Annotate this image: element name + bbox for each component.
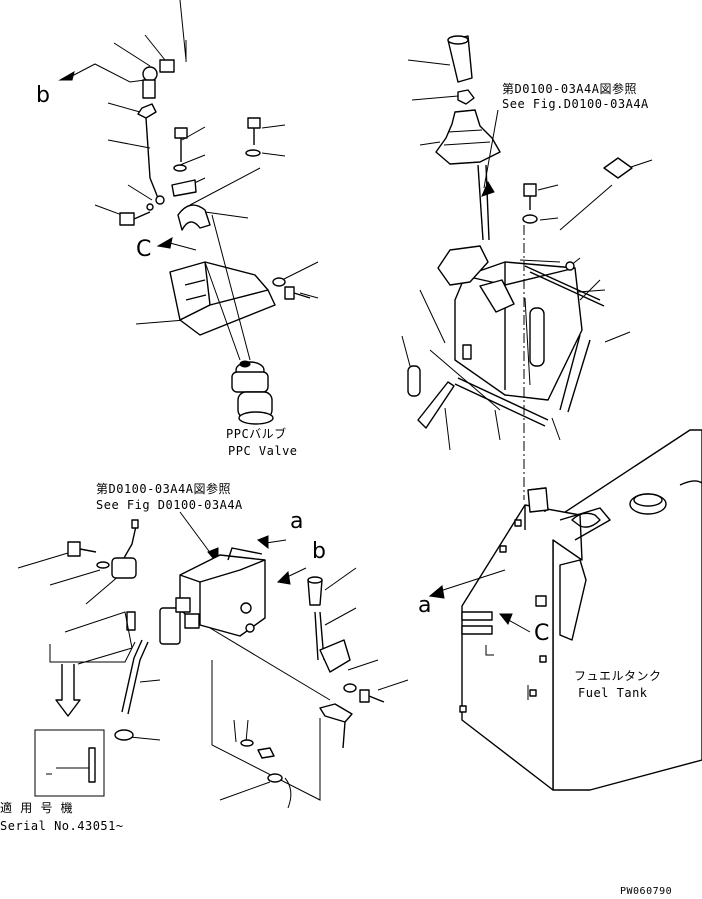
callout-c-right: C [534, 621, 549, 646]
serial-label-jp: 適 用 号 機 [0, 800, 73, 815]
callout-b-mid: b [312, 539, 326, 564]
serial-label-en: Serial No.43051~ [0, 819, 124, 833]
ppc-valve-label-en: PPC Valve [228, 444, 298, 458]
fuel-tank-label-jp: フュエルタンク [574, 669, 662, 683]
lever-stand-and-fuel-tank: 第D0100-03A4A図参照 See Fig.D0100-03A4A [401, 35, 702, 791]
drawing-number: PW060790 [620, 886, 672, 897]
ref-label-mid-en: See Fig D0100-03A4A [96, 498, 243, 512]
callout-c-top: C [136, 237, 151, 262]
ppc-lever-assembly: PPCバルブ PPC Valve b C [36, 0, 319, 458]
callout-a-mid: a [290, 509, 303, 534]
ref-label-top-en: See Fig.D0100-03A4A [502, 97, 649, 111]
ref-label-top-jp: 第D0100-03A4A図参照 [502, 81, 637, 96]
fuel-tank-label-en: Fuel Tank [578, 686, 648, 700]
callout-a-right: a [418, 593, 431, 618]
ppc-valve-label-jp: PPCバルブ [226, 426, 287, 441]
ref-label-mid-jp: 第D0100-03A4A図参照 [96, 481, 231, 496]
callout-b-top: b [36, 83, 50, 108]
lock-lever-assembly: 第D0100-03A4A図参照 See Fig D0100-03A4A a b [0, 481, 409, 833]
